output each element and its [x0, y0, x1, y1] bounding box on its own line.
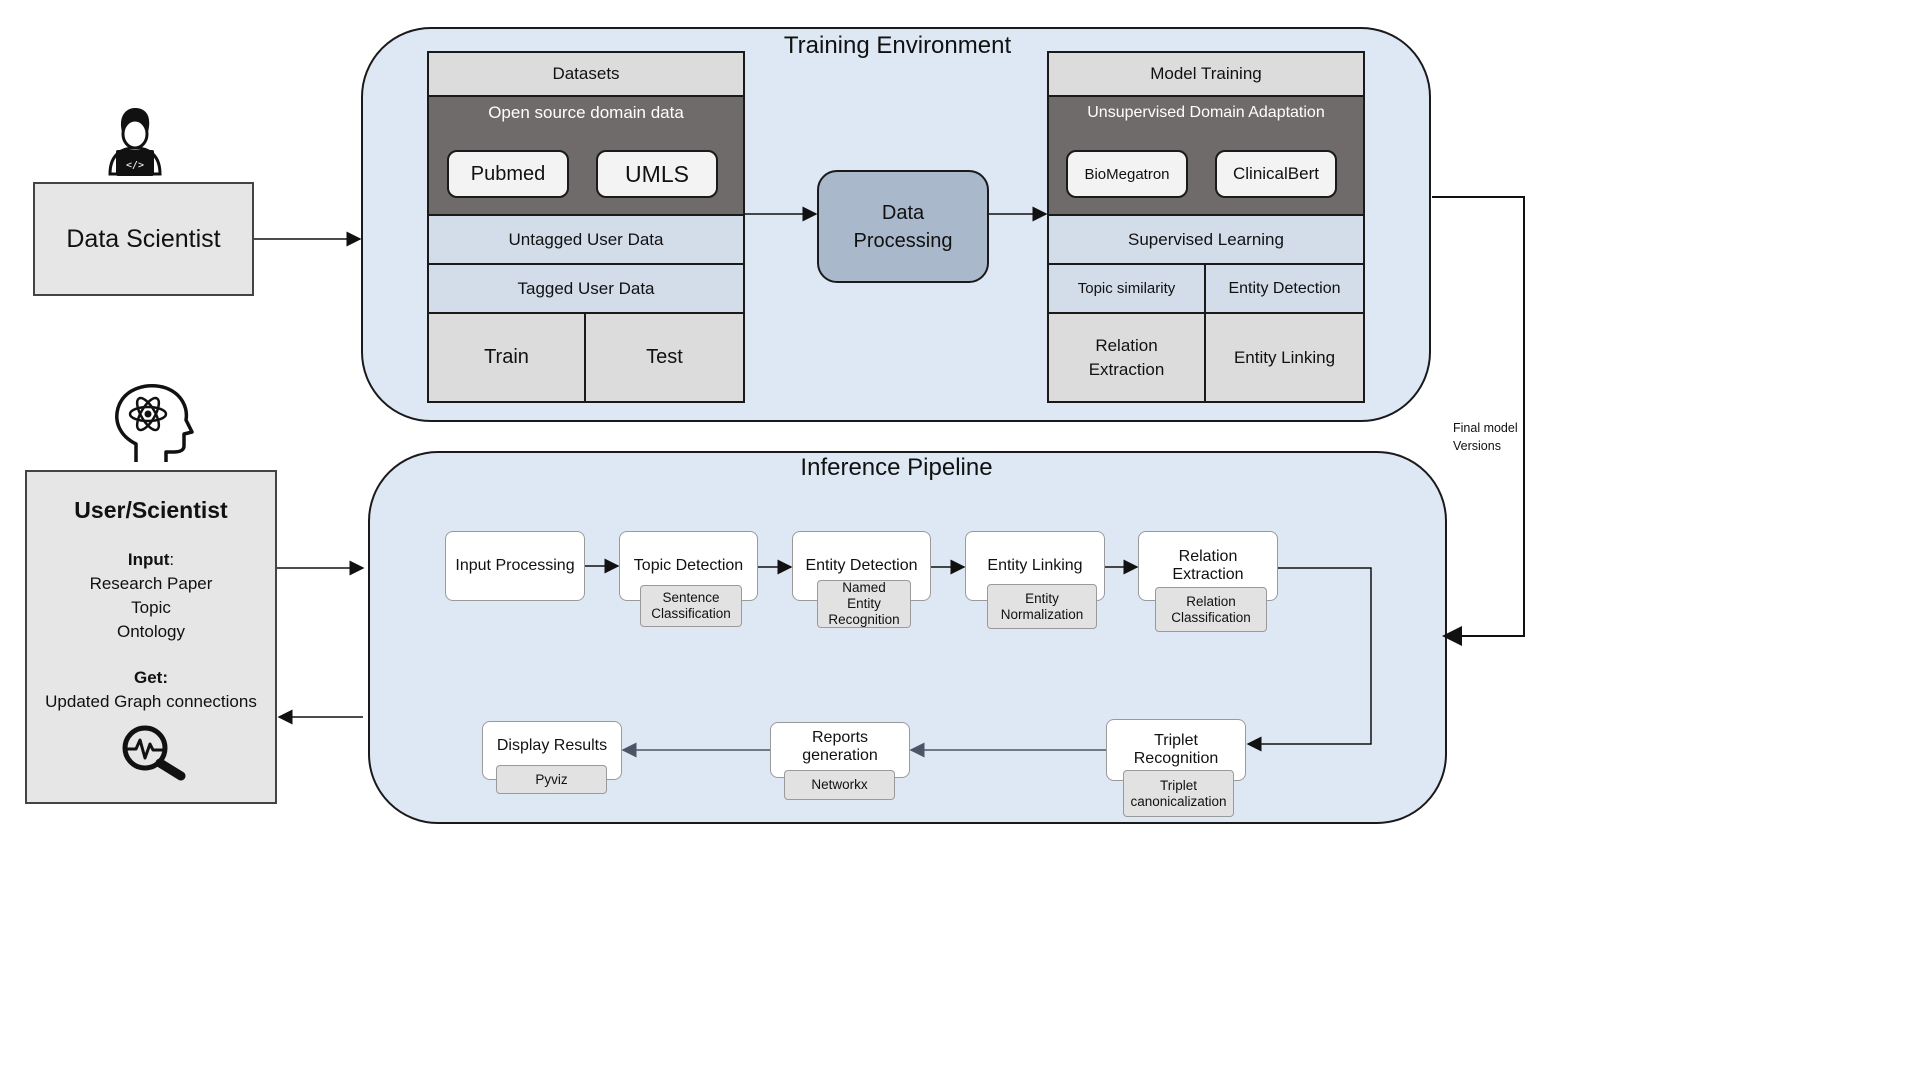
- data-scientist: Data Scientist: [33, 182, 254, 296]
- datasets-header: Datasets: [427, 51, 745, 97]
- user-scientist-title: User/Scientist: [74, 496, 228, 523]
- relation-classification: Relation Classification: [1155, 587, 1267, 632]
- step-triplet-recognition-label: Triplet Recognition: [1133, 732, 1219, 767]
- step-reports-generation-label: Reports generation: [802, 729, 878, 764]
- input-research-paper: Research Paper: [89, 574, 213, 593]
- brain-atom-head-icon: [115, 384, 194, 462]
- data-processing-line-1: Data: [881, 201, 925, 224]
- step-topic-detection-label: Topic Detection: [633, 557, 744, 574]
- model-training-header: Model Training: [1047, 51, 1365, 97]
- input-ontology: Ontology: [116, 622, 186, 641]
- input-label: Input: [127, 550, 170, 569]
- triplet-canonicalization: Triplet canonicalization: [1123, 770, 1234, 817]
- final-model-versions-label: Final model Versions: [1453, 419, 1533, 455]
- named-entity-recognition: Named Entity Recognition: [817, 580, 911, 628]
- tagged-user-data: Tagged User Data: [427, 263, 745, 314]
- unsupervised-domain-adaptation-label: Unsupervised Domain Adaptation: [1087, 104, 1325, 121]
- step-reports-generation: Reports generation: [770, 722, 910, 778]
- train-split: Train: [427, 312, 586, 403]
- training-environment-title: Training Environment: [783, 32, 1012, 59]
- get-value: Updated Graph connections: [45, 692, 257, 711]
- topic-similarity-task: Topic similarity: [1047, 263, 1206, 314]
- entity-linking-task: Entity Linking: [1204, 312, 1365, 403]
- open-source-domain-data-label: Open source domain data: [488, 103, 684, 122]
- final-model-versions-line-2: Versions: [1453, 439, 1501, 453]
- test-split: Test: [584, 312, 745, 403]
- entity-detection-task: Entity Detection: [1204, 263, 1365, 314]
- input-colon: :: [169, 550, 175, 569]
- inference-pipeline-title: Inference Pipeline: [800, 454, 993, 481]
- networkx: Networkx: [784, 770, 895, 800]
- step-display-results-label: Display Results: [496, 737, 608, 754]
- step-input-processing: Input Processing: [445, 531, 585, 601]
- pubmed-source: Pubmed: [447, 150, 569, 198]
- supervised-learning: Supervised Learning: [1047, 214, 1365, 265]
- get-label: Get:: [134, 668, 168, 687]
- step-entity-detection-label: Entity Detection: [805, 557, 918, 574]
- input-topic: Topic: [131, 598, 171, 617]
- step-entity-linking-label: Entity Linking: [987, 557, 1083, 574]
- input-heading: Input:: [27, 548, 275, 572]
- user-scientist: User/Scientist Input: Research Paper Top…: [25, 470, 277, 804]
- data-processing: Data Processing: [817, 170, 989, 283]
- pyviz: Pyviz: [496, 765, 607, 794]
- svg-text:</>: </>: [126, 160, 144, 171]
- final-model-versions-line-1: Final model: [1453, 421, 1518, 435]
- data-processing-line-2: Processing: [853, 229, 953, 252]
- clinicalbert-model: ClinicalBert: [1215, 150, 1337, 198]
- magnifier-pulse-icon: [122, 725, 186, 781]
- umls-source: UMLS: [596, 150, 718, 198]
- developer-laptop-icon: </>: [108, 108, 162, 176]
- relation-extraction-task: Relation Extraction: [1047, 312, 1206, 403]
- biomegatron-model: BioMegatron: [1066, 150, 1188, 198]
- step-relation-extraction-label: Relation Extraction: [1172, 548, 1244, 583]
- untagged-user-data: Untagged User Data: [427, 214, 745, 265]
- entity-normalization: Entity Normalization: [987, 584, 1097, 629]
- sentence-classification: Sentence Classification: [640, 585, 742, 627]
